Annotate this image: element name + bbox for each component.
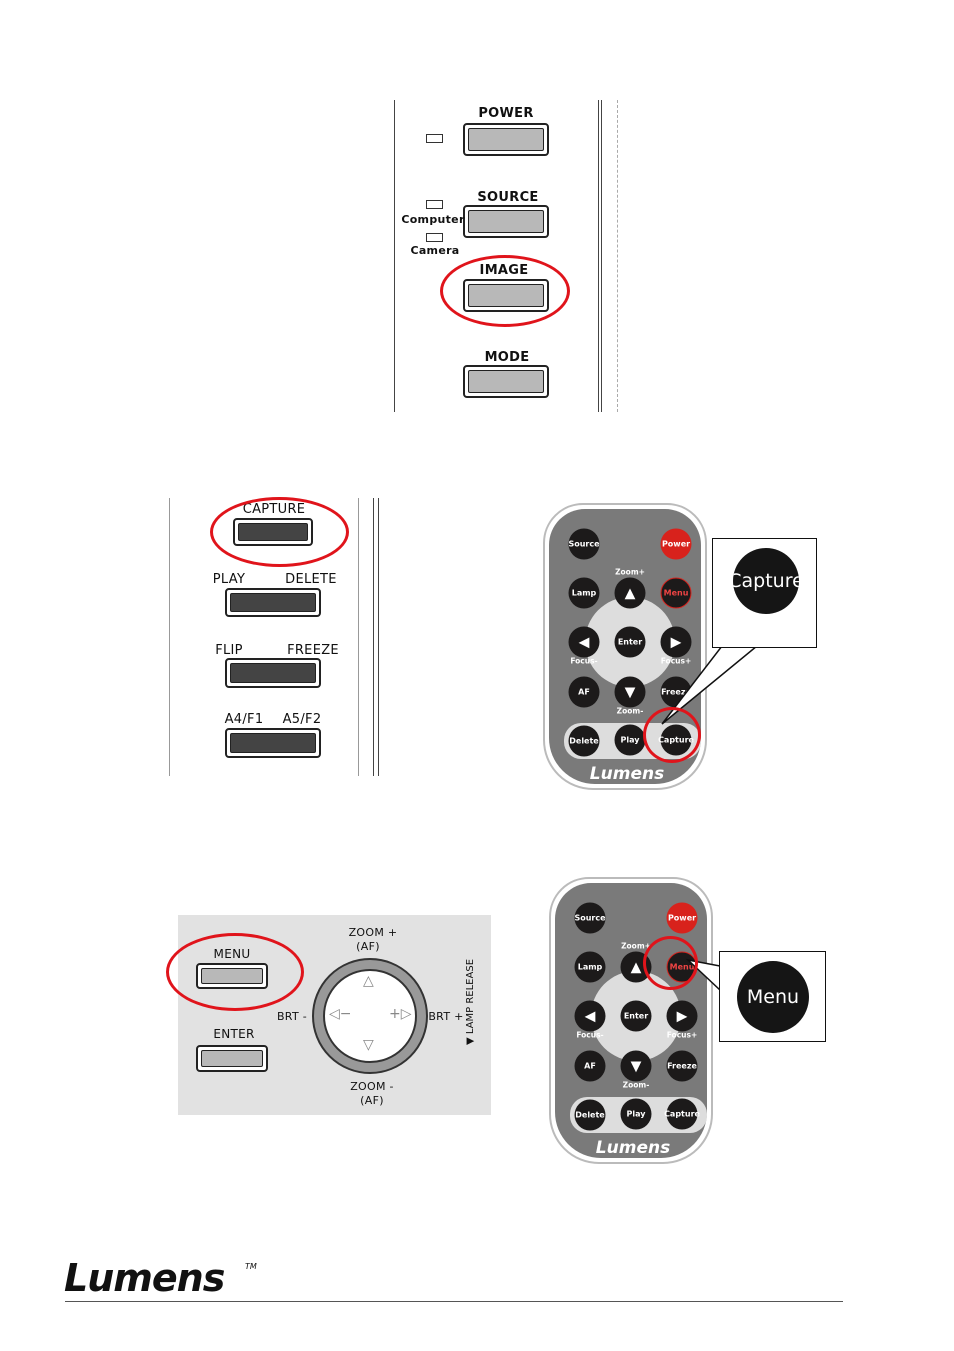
- focus-plus-label: Focus+: [666, 1030, 698, 1040]
- source-label: SOURCE: [477, 190, 539, 205]
- focus-minus-label: Focus-: [570, 656, 598, 666]
- capture-button[interactable]: Capture: [664, 1098, 700, 1130]
- mode-button[interactable]: [463, 365, 549, 398]
- capture-zoom-button: Capture: [733, 548, 799, 614]
- power-label: POWER: [478, 106, 534, 121]
- source-button[interactable]: Source: [574, 902, 606, 934]
- focus-minus-label: Focus-: [576, 1030, 604, 1040]
- menu-callout: Menu: [719, 951, 826, 1042]
- play-button[interactable]: Play: [614, 724, 646, 756]
- right-button[interactable]: ▶: [666, 1000, 698, 1032]
- left-button[interactable]: ◀: [568, 626, 600, 658]
- up-button[interactable]: ▲: [614, 577, 646, 609]
- source-button[interactable]: [463, 205, 549, 238]
- menu-zoom-button: Menu: [737, 961, 809, 1033]
- left-button[interactable]: ◀: [574, 1000, 606, 1032]
- brt-plus-label: BRT +: [428, 1010, 464, 1023]
- lamp-button[interactable]: Lamp: [574, 951, 606, 983]
- a4-a5-button[interactable]: [225, 728, 321, 758]
- right-button[interactable]: ▶: [660, 626, 692, 658]
- camera-label: Camera: [410, 244, 460, 257]
- af-button[interactable]: AF: [568, 676, 600, 708]
- delete-button[interactable]: Delete: [568, 725, 600, 757]
- down-arrow-icon[interactable]: ▽: [363, 1037, 374, 1053]
- remote-logo: Lumens: [595, 1138, 671, 1158]
- zoom-minus-label: Zoom-: [616, 706, 644, 716]
- computer-label: Computer: [401, 213, 465, 226]
- computer-led: [426, 200, 443, 209]
- capture-callout: Capture: [712, 538, 817, 648]
- highlight-ring: [166, 933, 304, 1011]
- zoom-minus-label: Zoom-: [622, 1080, 650, 1090]
- play-delete-button[interactable]: [225, 588, 321, 617]
- highlight-ring: [643, 936, 698, 990]
- footer-divider: [65, 1301, 843, 1302]
- play-label: PLAY: [212, 572, 246, 587]
- lamp-button[interactable]: Lamp: [568, 577, 600, 609]
- enter-label: ENTER: [213, 1027, 255, 1041]
- power-button[interactable]: [463, 123, 549, 156]
- left-arrow-icon[interactable]: ◁−: [329, 1006, 352, 1022]
- highlight-ring: [210, 497, 349, 567]
- remote-logo: Lumens: [589, 764, 665, 784]
- enter-button[interactable]: [196, 1045, 268, 1072]
- down-button[interactable]: ▼: [620, 1050, 652, 1082]
- highlight-ring: [440, 255, 570, 327]
- af-label: (AF): [360, 1094, 384, 1107]
- menu-button[interactable]: Menu: [660, 577, 692, 609]
- af-button[interactable]: AF: [574, 1050, 606, 1082]
- flip-freeze-button[interactable]: [225, 658, 321, 688]
- a5f2-label: A5/F2: [282, 712, 322, 727]
- af-label: (AF): [356, 940, 380, 953]
- source-button[interactable]: Source: [568, 528, 600, 560]
- delete-label: DELETE: [285, 572, 337, 587]
- power-led: [426, 134, 443, 143]
- highlight-ring: [643, 707, 701, 763]
- enter-button[interactable]: Enter: [614, 626, 646, 658]
- freeze-button[interactable]: Freeze: [666, 1050, 698, 1082]
- mode-label: MODE: [484, 350, 530, 365]
- brt-minus-label: BRT -: [276, 1010, 308, 1023]
- delete-button[interactable]: Delete: [574, 1099, 606, 1131]
- focus-plus-label: Focus+: [660, 656, 692, 666]
- camera-led: [426, 233, 443, 242]
- power-button[interactable]: Power: [660, 528, 692, 560]
- direction-dial[interactable]: △ ▽ ◁− +▷: [312, 958, 428, 1074]
- zoom-plus-label: Zoom+: [621, 941, 651, 951]
- play-button[interactable]: Play: [620, 1098, 652, 1130]
- power-button[interactable]: Power: [666, 902, 698, 934]
- footer-tm: TM: [245, 1262, 257, 1271]
- down-button[interactable]: ▼: [614, 676, 646, 708]
- enter-button[interactable]: Enter: [620, 1000, 652, 1032]
- footer-logo: Lumens: [64, 1256, 225, 1300]
- flip-label: FLIP: [215, 643, 243, 658]
- zoom-plus-label: ZOOM +: [348, 926, 398, 939]
- up-arrow-icon[interactable]: △: [363, 973, 374, 989]
- zoom-minus-label: ZOOM -: [350, 1080, 394, 1093]
- freeze-label: FREEZE: [287, 643, 339, 658]
- right-arrow-icon[interactable]: +▷: [389, 1006, 412, 1022]
- zoom-plus-label: Zoom+: [615, 567, 645, 577]
- a4f1-label: A4/F1: [224, 712, 264, 727]
